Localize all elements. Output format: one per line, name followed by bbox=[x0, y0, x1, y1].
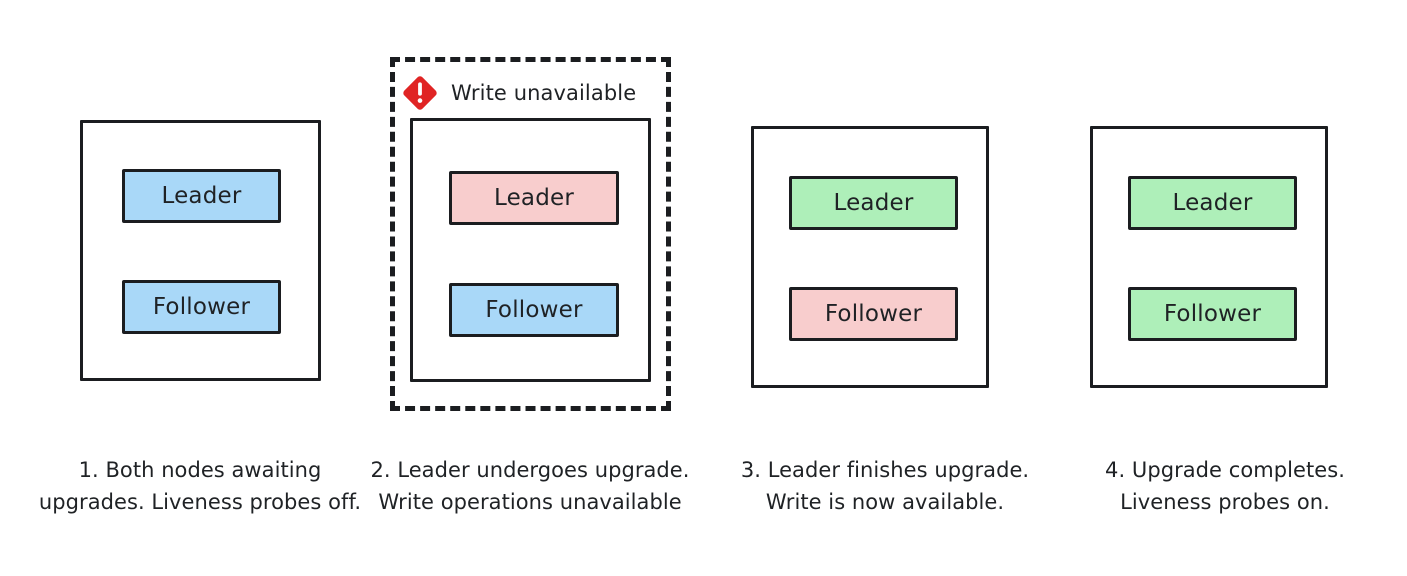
caption-line: upgrades. Liveness probes off. bbox=[38, 489, 362, 514]
caption-step-4: 4. Upgrade completes. Liveness probes on… bbox=[1055, 455, 1395, 519]
caption-line: 2. Leader undergoes upgrade. bbox=[370, 458, 690, 482]
node-label: Follower bbox=[824, 300, 923, 327]
warning-diamond-icon bbox=[403, 76, 437, 110]
node-label: Follower bbox=[1163, 300, 1262, 327]
node-label: Follower bbox=[152, 293, 251, 320]
caption-step-3: 3. Leader finishes upgrade. Write is now… bbox=[715, 455, 1055, 519]
node-chip-leader-3: Leader bbox=[789, 176, 958, 230]
node-label: Leader bbox=[1172, 189, 1253, 216]
node-chip-leader-1: Leader bbox=[122, 169, 281, 223]
node-chip-leader-2: Leader bbox=[449, 171, 619, 225]
node-label: Leader bbox=[161, 182, 242, 209]
node-chip-follower-4: Follower bbox=[1128, 287, 1297, 341]
node-label: Leader bbox=[833, 189, 914, 216]
node-chip-follower-3: Follower bbox=[789, 287, 958, 341]
write-unavailable-highlight-border bbox=[390, 57, 671, 411]
caption-line: 4. Upgrade completes. bbox=[1105, 458, 1345, 482]
node-container-2: Leader Follower bbox=[410, 118, 651, 382]
node-container-4: Leader Follower bbox=[1090, 126, 1328, 388]
caption-line: Write is now available. bbox=[765, 489, 1005, 514]
node-container-3: Leader Follower bbox=[751, 126, 989, 388]
write-unavailable-label: Write unavailable bbox=[451, 80, 637, 105]
caption-line: 3. Leader finishes upgrade. bbox=[740, 458, 1030, 482]
caption-line: Write operations unavailable bbox=[378, 489, 682, 514]
node-chip-leader-4: Leader bbox=[1128, 176, 1297, 230]
node-chip-follower-1: Follower bbox=[122, 280, 281, 334]
caption-line: 1. Both nodes awaiting bbox=[78, 458, 322, 482]
caption-step-1: 1. Both nodes awaiting upgrades. Livenes… bbox=[10, 455, 390, 519]
node-label: Follower bbox=[485, 296, 583, 323]
node-chip-follower-2: Follower bbox=[449, 283, 619, 337]
node-label: Leader bbox=[493, 184, 575, 211]
caption-step-2: 2. Leader undergoes upgrade. Write opera… bbox=[355, 455, 705, 519]
node-container-1: Leader Follower bbox=[80, 120, 321, 381]
caption-line: Liveness probes on. bbox=[1120, 489, 1330, 514]
write-unavailable-banner: Write unavailable bbox=[400, 72, 636, 114]
